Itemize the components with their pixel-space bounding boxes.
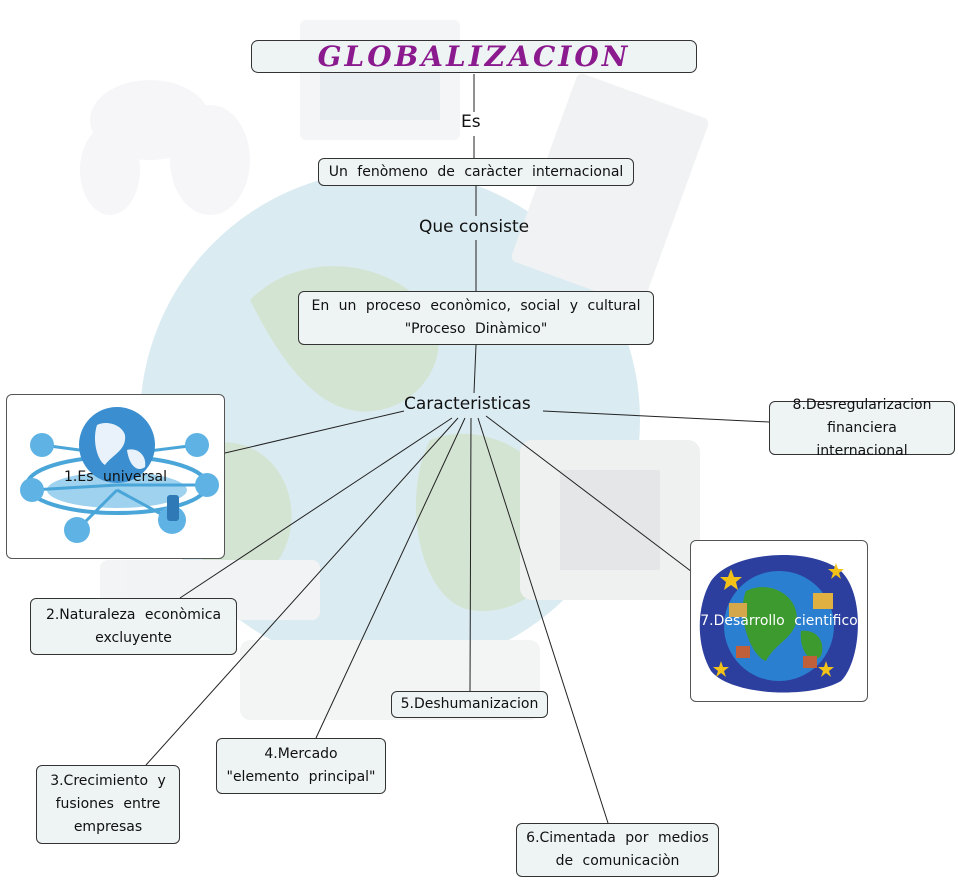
node-c4-line2: "elemento principal" bbox=[226, 769, 376, 785]
node-c5-deshumanizacion[interactable]: 5.Deshumanizacion bbox=[391, 691, 548, 718]
node-proceso-line1: En un proceso econòmico, social y cultur… bbox=[311, 298, 641, 314]
node-c5-text: 5.Deshumanizacion bbox=[400, 696, 539, 712]
node-c2-naturaleza[interactable]: 2.Naturaleza econòmica excluyente bbox=[30, 598, 237, 655]
link-label-que-consiste: Que consiste bbox=[419, 217, 530, 237]
node-c4-mercado[interactable]: 4.Mercado "elemento principal" bbox=[216, 738, 386, 794]
node-c7-text: 7.Desarrollo cientifico bbox=[700, 613, 858, 629]
link-caract-c4 bbox=[315, 417, 466, 739]
node-c3-line3: empresas bbox=[73, 819, 143, 835]
node-c8-line1: 8.Desregularizacion bbox=[792, 396, 932, 413]
link-label-caracteristicas: Caracteristicas bbox=[404, 394, 531, 414]
node-c2-line1: 2.Naturaleza econòmica bbox=[45, 606, 222, 623]
node-c1-es-universal[interactable]: 1.Es universal bbox=[6, 394, 225, 559]
node-c6-cimentada[interactable]: 6.Cimentada por medios de comunicaciòn bbox=[516, 823, 719, 877]
link-caract-c2 bbox=[179, 417, 453, 599]
node-c6-line2: de comunicaciòn bbox=[555, 853, 680, 869]
link-proceso-caract bbox=[473, 344, 477, 394]
node-c3-line1: 3.Crecimiento y bbox=[50, 773, 166, 789]
node-c7-desarrollo-cientifico[interactable]: 7.Desarrollo cientifico bbox=[690, 540, 868, 702]
link-caract-c8 bbox=[542, 410, 770, 423]
title-node[interactable]: GLOBALIZACION bbox=[251, 40, 697, 73]
node-fenomeno-text: Un fenòmeno de caràcter internacional bbox=[328, 163, 624, 180]
link-caract-c7 bbox=[485, 415, 701, 579]
title-text: GLOBALIZACION bbox=[317, 40, 631, 73]
node-fenomeno[interactable]: Un fenòmeno de caràcter internacional bbox=[318, 158, 634, 186]
science-earth-image bbox=[699, 554, 858, 693]
node-c1-text: 1.Es universal bbox=[64, 469, 167, 485]
node-c8-line2: financiera internacional bbox=[816, 419, 908, 459]
node-c6-line1: 6.Cimentada por medios bbox=[526, 830, 709, 846]
link-caract-c3 bbox=[145, 417, 459, 766]
node-c2-line2: excluyente bbox=[95, 629, 172, 646]
node-c8-desregularizacion[interactable]: 8.Desregularizacion financiera internaci… bbox=[769, 397, 955, 459]
link-caract-c6 bbox=[477, 417, 609, 824]
node-proceso[interactable]: En un proceso econòmico, social y cultur… bbox=[298, 291, 654, 345]
node-c3-line2: fusiones entre bbox=[55, 796, 161, 812]
node-c3-crecimiento[interactable]: 3.Crecimiento y fusiones entre empresas bbox=[36, 765, 180, 844]
link-label-es: Es bbox=[461, 112, 481, 132]
node-proceso-line2: "Proceso Dinàmico" bbox=[404, 321, 548, 337]
link-caract-c5 bbox=[469, 417, 472, 692]
node-c4-line1: 4.Mercado bbox=[264, 746, 338, 762]
link-caract-c1 bbox=[224, 410, 405, 454]
network-globe-image bbox=[20, 407, 219, 543]
